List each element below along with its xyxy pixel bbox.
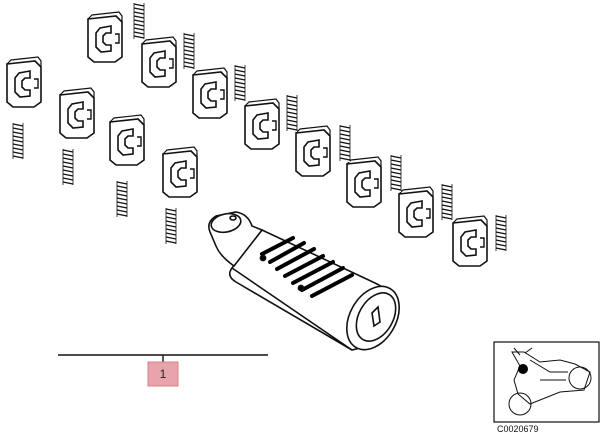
lock-cylinder <box>208 211 400 351</box>
spring <box>183 31 195 71</box>
lock-tumbler <box>398 186 434 238</box>
lock-tumbler <box>452 215 488 267</box>
spring <box>339 123 351 163</box>
spring <box>165 206 177 246</box>
vehicle-thumbnail <box>493 341 600 423</box>
spring <box>12 121 24 161</box>
lock-tumbler <box>162 146 198 198</box>
lock-tumbler <box>59 87 95 139</box>
spring <box>495 213 507 253</box>
callout-box <box>147 361 179 387</box>
spring <box>62 147 74 187</box>
spring <box>390 153 402 193</box>
spring <box>133 1 145 41</box>
spring <box>116 179 128 219</box>
lock-tumbler <box>6 56 42 108</box>
spring <box>441 182 453 222</box>
lock-tumbler <box>346 156 382 208</box>
lock-tumbler <box>192 67 228 119</box>
lock-tumbler <box>244 98 280 150</box>
lock-tumbler <box>295 125 331 177</box>
highlight-dot <box>518 364 528 374</box>
part-number-callout: 1 <box>159 367 167 381</box>
key-slot-grooves <box>260 236 354 298</box>
lock-tumbler <box>109 114 145 166</box>
spring <box>286 93 298 133</box>
spring <box>234 63 246 103</box>
diagram-code-label: C0020679 <box>497 424 539 434</box>
lock-tumbler <box>87 11 123 63</box>
lock-tumbler <box>141 36 177 88</box>
